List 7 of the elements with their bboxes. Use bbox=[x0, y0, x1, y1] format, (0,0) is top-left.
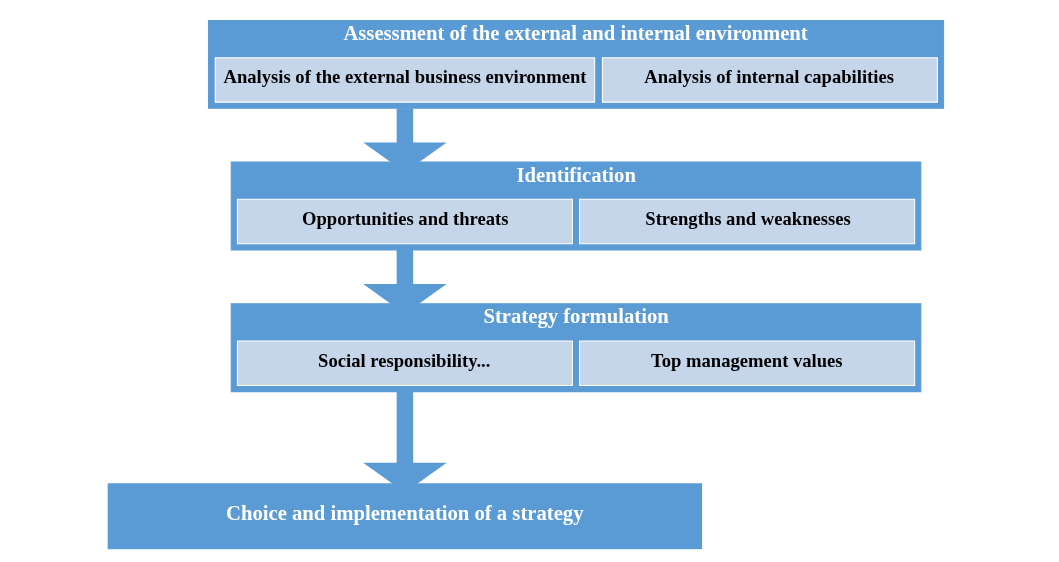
node-box: Strengths and weaknesses bbox=[579, 198, 916, 245]
node-box: Choice and implementation of a strategy bbox=[106, 482, 704, 551]
node-box: Analysis of the external business environment bbox=[214, 57, 596, 103]
node-box: Analysis of internal capabilities bbox=[601, 57, 938, 103]
node-box: Social responsibility... bbox=[236, 340, 573, 386]
node-box: Top management values bbox=[579, 340, 916, 386]
node-box: Opportunities and threats bbox=[236, 198, 573, 245]
